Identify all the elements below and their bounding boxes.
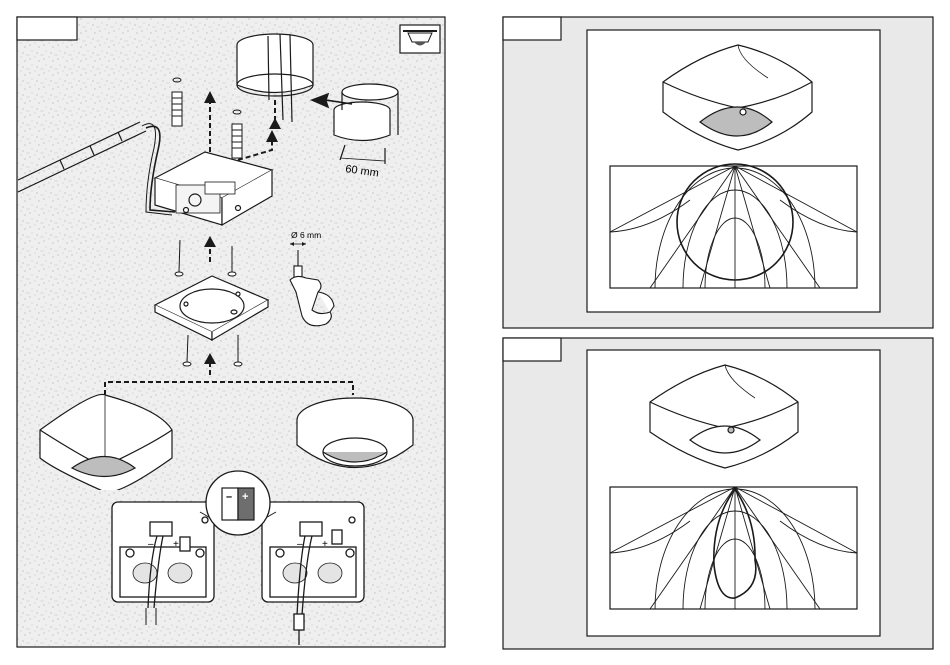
right-top-panel — [503, 17, 933, 328]
left-step-tab — [17, 17, 77, 40]
right-top-tab — [503, 17, 561, 40]
left-panel: 60 mm — [17, 17, 445, 647]
round-sensor-cover — [297, 398, 413, 468]
ceiling-sensor-icon — [400, 25, 440, 53]
switch-plus-label: + — [242, 491, 248, 503]
drill-size-label: Ø 6 mm — [291, 230, 321, 240]
right-bottom-tab — [503, 338, 561, 361]
left-terminal-minus: – — [148, 539, 154, 550]
right-terminal-plus: + — [322, 539, 328, 550]
left-terminal-plus: + — [173, 539, 179, 550]
right-bottom-panel — [503, 338, 933, 649]
right-terminal-minus: – — [297, 539, 303, 550]
switch-minus-label: – — [226, 491, 232, 503]
